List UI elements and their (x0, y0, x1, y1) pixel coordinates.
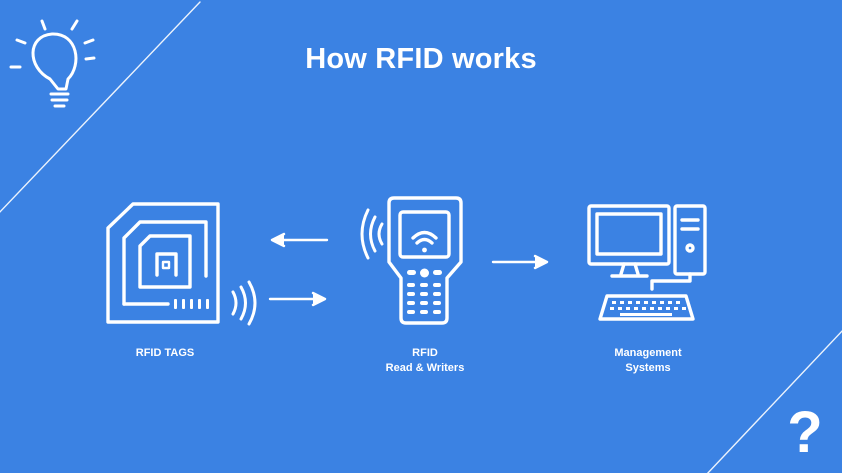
lightbulb-icon (9, 19, 96, 108)
caption-management-systems: Management Systems (588, 346, 708, 376)
arrow-right-icon (268, 291, 327, 307)
arrow-to-system-icon (491, 254, 549, 270)
page-title: How RFID works (305, 43, 537, 75)
reader-keypad (407, 247, 442, 314)
rfid-tag-icon (106, 202, 220, 324)
caption-line: RFID TAGS (135, 347, 195, 359)
corner-diagonal-bottom (706, 330, 842, 473)
question-mark-icon: ? (787, 400, 822, 465)
reader-signal-waves-icon (360, 208, 384, 260)
corner-diagonal-top (0, 1, 201, 213)
keyboard-keys (610, 301, 686, 316)
caption-line: Read & Writers (385, 362, 465, 374)
caption-line: Management (614, 347, 682, 359)
caption-line: RFID (412, 347, 438, 359)
tag-signal-waves-icon (231, 280, 257, 326)
arrow-left-icon (270, 232, 329, 248)
caption-line: Systems (625, 362, 671, 374)
desktop-computer-icon (587, 204, 707, 321)
rfid-tag-chip-dots (174, 299, 209, 309)
caption-rfid-tags: RFID TAGS (105, 346, 225, 361)
handheld-reader-icon (387, 196, 463, 325)
caption-rfid-reader: RFID Read & Writers (365, 346, 485, 376)
